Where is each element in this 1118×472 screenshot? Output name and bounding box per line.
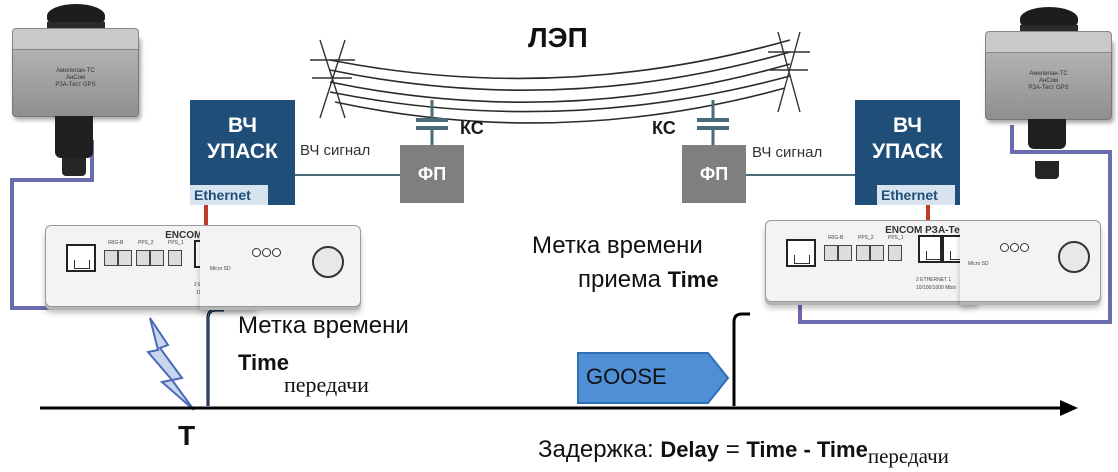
hf-terminal-title: ВЧ [227,114,258,137]
antenna-connector [55,116,93,176]
power-knob-icon [312,246,344,278]
rza-test-device-right: ENCOM РЗА-Тест IRIG-B PPS_2 PPS_1 2 ETHE… [765,220,979,302]
antenna-cable-right [798,125,1112,324]
timeline-arrowhead [1060,400,1078,416]
gps-antenna-left: Амилилан-ТС АнСом РЗА-Тест GPS [12,4,139,176]
tower-left [310,39,355,119]
rj45-port-icon [66,244,96,272]
hf-terminal-left: ВЧ УПАСК Ethernet [190,100,295,205]
goose-arrow [577,352,730,404]
hf-terminal-title: ВЧ [892,114,923,137]
fault-lightning-icon [146,317,195,411]
fault-time-label: T [178,420,196,451]
hf-terminal-subtitle: УПАСК [207,140,278,163]
antenna-connector [1028,119,1066,179]
ethernet-port-label: Ethernet [877,185,955,205]
receive-timestamp-label: Метка времени [532,232,703,259]
tower-right [768,31,810,113]
receive-time-word: Time [667,267,719,292]
hf-terminal-right: ВЧ УПАСК Ethernet [855,100,960,205]
power-knob-icon [1058,241,1090,273]
coupling-capacitor-label-left: КС [460,118,484,138]
receive-time-label: приема Time [578,266,719,293]
hf-terminal-subtitle: УПАСК [872,140,943,163]
send-mark-hook [206,308,224,406]
antenna-label: Амилилан-ТС АнСом РЗА-Тест GPS [55,68,96,88]
antenna-knob [47,4,105,36]
ethernet-port-label: Ethernet [190,185,268,205]
power-line-cables [329,39,791,124]
device-brand: ENCOM РЗА-Тест [885,225,970,236]
line-filter-left: ФП [400,145,464,203]
goose-label: GOOSE [586,364,667,389]
antenna-label: Амилилан-ТС АнСом РЗА-Тест GPS [1028,71,1069,91]
send-time-word: Time [238,350,289,375]
send-time-subscript: передачи [284,372,369,397]
hf-signal-label-right: ВЧ сигнал [752,144,823,161]
receive-mark-hook [732,312,750,406]
coupling-capacitor-left [416,100,448,145]
antenna-knob [1020,7,1078,39]
send-timestamp-label: Метка времени [238,312,409,339]
power-line-label: ЛЭП [528,22,588,53]
coupling-capacitor-right [697,100,729,145]
ethernet-port-2-icon [918,235,942,263]
coupling-capacitor-label-right: КС [652,118,676,138]
delay-formula: Задержка: Delay = Time - Timeпередачи [538,436,949,468]
rj45-port-icon [786,239,816,267]
gps-antenna-right: Амилилан-ТС АнСом РЗА-Тест GPS [985,7,1112,179]
line-filter-right: ФП [682,145,746,203]
hf-signal-label-left: ВЧ сигнал [300,142,371,159]
